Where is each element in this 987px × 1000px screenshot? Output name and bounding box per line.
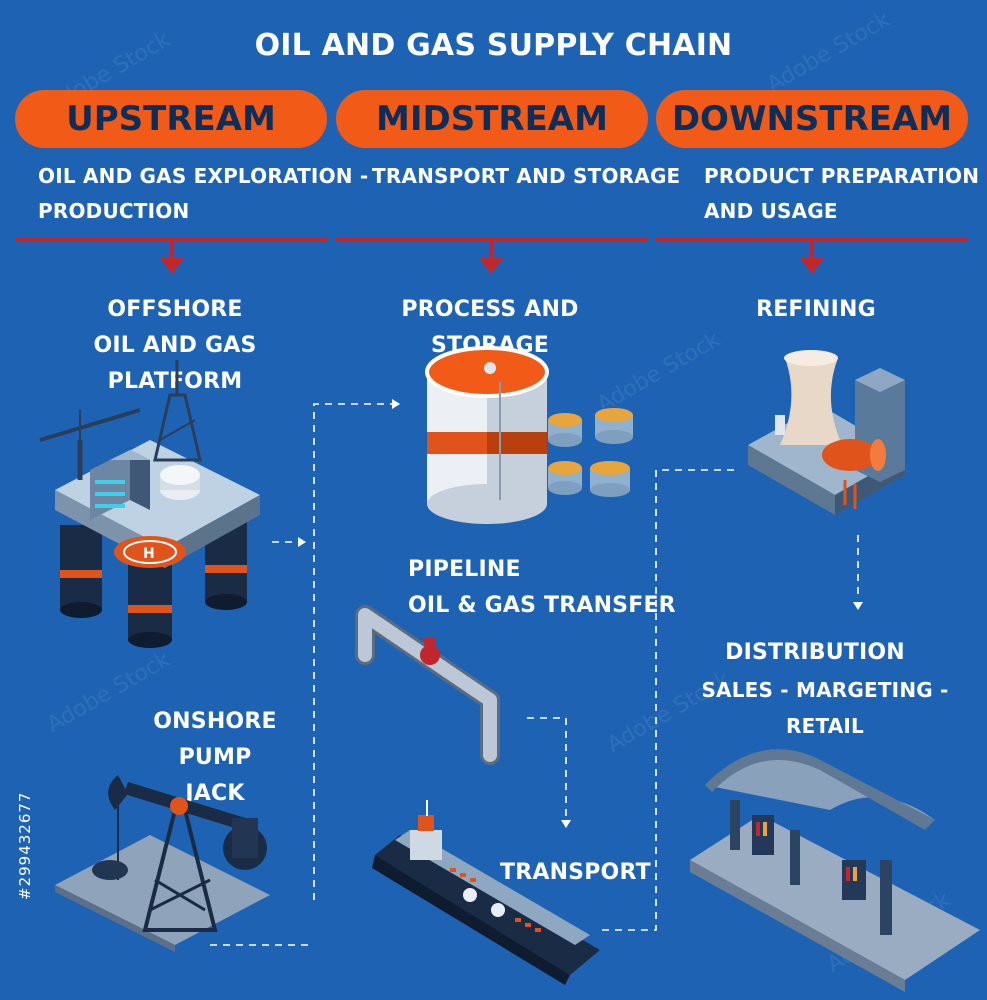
process-label: PROCESS AND STORAGE [401, 297, 579, 358]
midstream-description-1: TRANSPORT AND STORAGE [372, 164, 681, 188]
onshore-label: ONSHORE [153, 709, 277, 734]
offshore-sublabel: OIL AND GAS PLATFORM [93, 333, 257, 394]
upstream-description-2: PRODUCTION [38, 199, 190, 223]
page-title: OIL AND GAS SUPPLY CHAIN [254, 28, 733, 63]
refinery-icon [748, 350, 905, 515]
pipeline-icon [355, 605, 500, 765]
flow-connectors [210, 403, 859, 946]
upstream-pill: UPSTREAM [15, 90, 327, 148]
small-tanks [548, 408, 633, 497]
offshore-label: OFFSHORE [107, 297, 243, 322]
upstream-description-1: OIL AND GAS EXPLORATION - [38, 164, 369, 188]
distribution-label: DISTRIBUTION [725, 640, 905, 665]
pump-jack-icon [55, 775, 270, 952]
connector-arrowheads [298, 399, 863, 828]
midstream-pill: MIDSTREAM [336, 90, 648, 148]
downstream-description-2: AND USAGE [704, 199, 838, 223]
transport-label: TRANSPORT [500, 860, 651, 885]
pipeline-sublabel: OIL & GAS TRANSFER [408, 593, 676, 618]
onshore-sublabel: PUMP JACK [178, 745, 252, 806]
storage-tank-icon [425, 346, 633, 524]
tanker-ship-icon [372, 800, 600, 985]
downstream-pill: DOWNSTREAM [656, 90, 968, 148]
offshore-platform-icon: H [39, 360, 260, 648]
refining-label: REFINING [756, 297, 876, 322]
pipeline-label: PIPELINE [408, 557, 521, 582]
ship-containers [450, 868, 541, 932]
distribution-sublabel: SALES - MARGETING - RETAIL [701, 678, 949, 738]
svg-text:H: H [143, 546, 155, 562]
gas-station-icon [690, 749, 980, 992]
downstream-description-1: PRODUCT PREPARATION [704, 164, 980, 188]
